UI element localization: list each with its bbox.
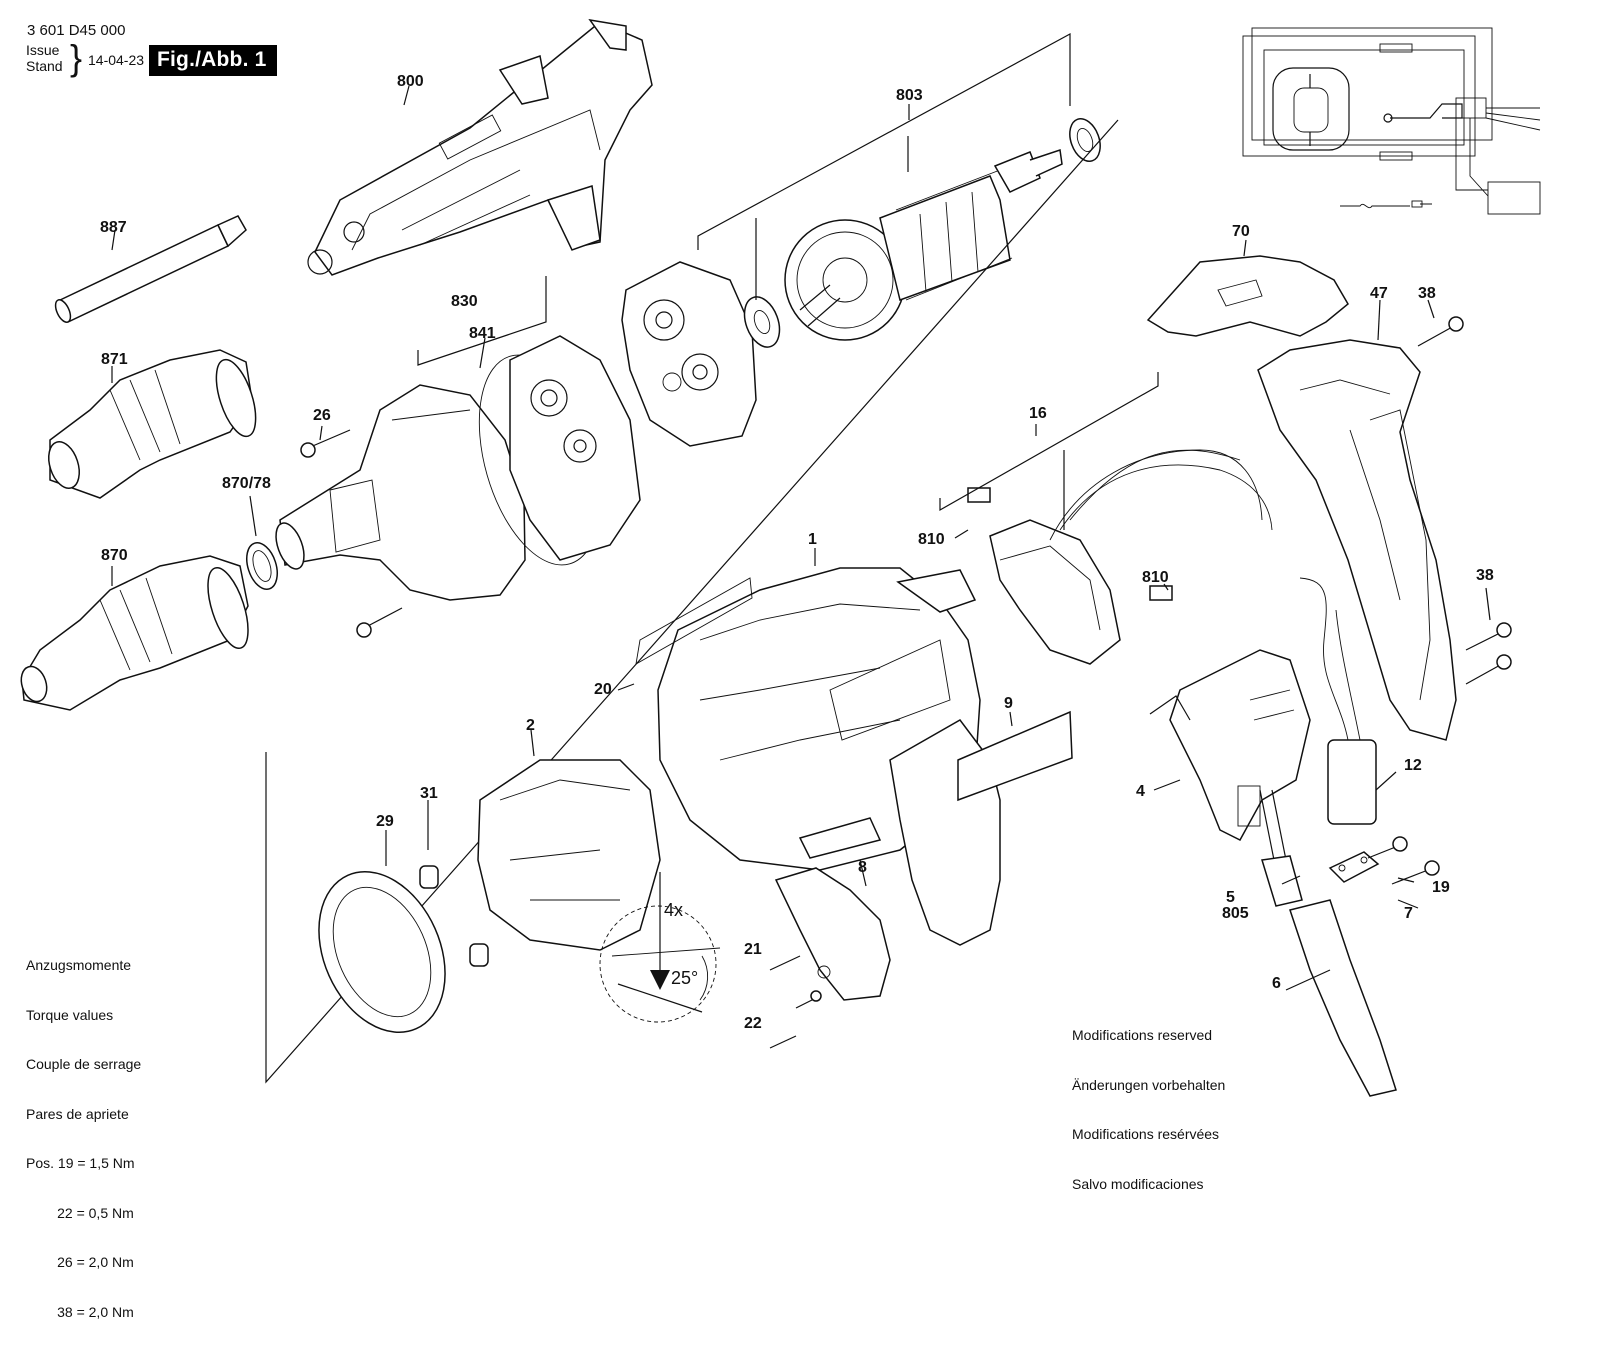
callout-800: 800 xyxy=(397,73,424,90)
modifications-line: Salvo modificaciones xyxy=(1072,1175,1204,1192)
callout-12: 12 xyxy=(1404,757,1422,774)
modifications-line: Änderungen vorbehalten xyxy=(1072,1076,1226,1093)
callout-805: 805 xyxy=(1222,905,1249,922)
torque-line: Pos. 19 = 1,5 Nm xyxy=(26,1155,135,1171)
callout-20: 20 xyxy=(594,681,612,698)
torque-line: 22 = 0,5 Nm xyxy=(26,1204,134,1221)
callout-887: 887 xyxy=(100,219,127,236)
callout-2: 2 xyxy=(526,717,535,734)
part-8-label xyxy=(798,817,882,859)
brace-icon: } xyxy=(70,37,83,78)
part-47-handle-half xyxy=(1257,299,1457,741)
part-830-gear-housing xyxy=(275,276,547,601)
callout-29: 29 xyxy=(376,813,394,830)
callout-5: 5 xyxy=(1226,889,1235,906)
part-887-bit-holder xyxy=(54,215,247,323)
detail-view: 4x 25° xyxy=(599,872,721,1023)
part-9-grip xyxy=(889,710,1073,946)
torque-notes: Anzugsmomente Torque values Couple de se… xyxy=(26,924,141,1353)
callout-871: 871 xyxy=(101,351,128,368)
part-4-switch xyxy=(1149,649,1311,841)
torque-line: Couple de serrage xyxy=(26,1056,142,1072)
callout-22: 22 xyxy=(744,1015,762,1032)
part-870-78-ring xyxy=(246,495,278,590)
callout-830: 830 xyxy=(451,293,478,310)
wiring-schematic xyxy=(1242,27,1541,215)
part-871-sleeve xyxy=(48,349,257,499)
part-12-capacitor xyxy=(1299,577,1377,825)
torque-line: 26 = 2,0 Nm xyxy=(26,1254,134,1270)
callout-810: 810 xyxy=(1142,569,1169,586)
callout-803: 803 xyxy=(896,87,923,104)
torque-line: Torque values xyxy=(26,1006,114,1023)
part-70-cover xyxy=(1146,239,1349,337)
callout-1: 1 xyxy=(808,531,817,548)
torque-line: 38 = 2,0 Nm xyxy=(26,1303,134,1320)
part-2-stator xyxy=(477,729,661,951)
exploded-parts-diagram: 3 601 D45 000 Issue Stand } 14-04-23 Fig… xyxy=(20,18,1541,1320)
part-22-screw xyxy=(795,990,822,1009)
part-38-screws xyxy=(1417,299,1512,685)
detail-count-label: 4x xyxy=(664,900,683,920)
leader-lines xyxy=(617,529,1419,1049)
issue-block: Issue Stand } 14-04-23 xyxy=(26,40,144,76)
callout-19: 19 xyxy=(1432,879,1450,896)
part-16-brush-holder xyxy=(939,372,1273,665)
issue-label: Issue xyxy=(26,42,60,58)
callout-841: 841 xyxy=(469,325,496,342)
stand-label: Stand xyxy=(26,58,63,74)
callout-7: 7 xyxy=(1404,905,1413,922)
callout-16: 16 xyxy=(1029,405,1047,422)
modifications-line: Modifications resérvées xyxy=(1072,1126,1220,1142)
torque-line: Anzugsmomente xyxy=(26,957,132,973)
callout-21: 21 xyxy=(744,941,762,958)
modifications-notes: Modifications reserved Änderungen vorbeh… xyxy=(1072,994,1225,1225)
callout-870: 870 xyxy=(101,547,128,564)
callout-26: 26 xyxy=(313,407,331,424)
callout-38: 38 xyxy=(1418,285,1436,302)
callout-70: 70 xyxy=(1232,223,1250,240)
part-29-ring xyxy=(318,830,446,1034)
part-21-cover xyxy=(774,867,891,1001)
drawing-canvas: 4x 25° xyxy=(20,18,1541,1097)
figure-label: Fig./Abb. 1 xyxy=(149,45,277,76)
callout-9: 9 xyxy=(1004,695,1013,712)
callout-870-78: 870/78 xyxy=(222,475,271,492)
callout-47: 47 xyxy=(1370,285,1388,302)
callout-4: 4 xyxy=(1136,783,1145,800)
part-870-sleeve xyxy=(20,555,249,711)
issue-date: 14-04-23 xyxy=(88,52,145,68)
part-19-screws xyxy=(1367,836,1440,885)
part-7-clamp xyxy=(1328,851,1380,883)
callout-38: 38 xyxy=(1476,567,1494,584)
callout-810: 810 xyxy=(918,531,945,548)
document-number: 3 601 D45 000 xyxy=(27,22,126,39)
assembly-outline xyxy=(265,119,1119,1084)
part-800-attachment xyxy=(307,18,653,276)
modifications-line: Modifications reserved xyxy=(1072,1027,1213,1043)
torque-line: Pares de apriete xyxy=(26,1105,129,1122)
part-callouts: 800 803 887 871 830 841 26 870/78 870 70… xyxy=(100,73,1494,1032)
callout-8: 8 xyxy=(858,859,867,876)
callout-31: 31 xyxy=(420,785,438,802)
detail-angle-label: 25° xyxy=(671,968,698,988)
part-841-gear-plate xyxy=(478,335,641,566)
callout-6: 6 xyxy=(1272,975,1281,992)
part-5-805-6-cable xyxy=(1259,789,1397,1097)
part-31-pins xyxy=(419,800,489,967)
bearing-plate xyxy=(621,261,757,447)
part-803-armature xyxy=(697,32,1101,348)
